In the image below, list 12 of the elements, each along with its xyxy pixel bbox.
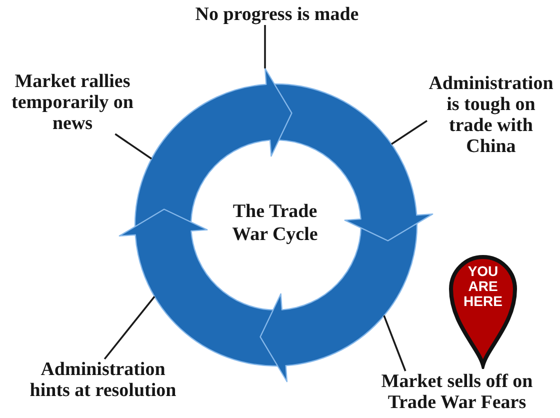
leader-line [114, 133, 152, 160]
leader-line [104, 296, 156, 360]
stage-label: Administration hints at resolution [28, 359, 178, 401]
leader-line [383, 315, 406, 372]
stage-label: No progress is made [195, 4, 359, 25]
leader-line [391, 120, 428, 145]
stage-label: Market sells off on Trade War Fears [380, 371, 534, 413]
diagram-title: The Trade War Cycle [231, 200, 319, 246]
stage-label: Administration is tough on trade with China [427, 73, 555, 157]
stage-label: Market rallies temporarily on news [5, 71, 140, 134]
leader-line [264, 25, 266, 68]
pin-label: YOU ARE HERE [462, 264, 504, 309]
